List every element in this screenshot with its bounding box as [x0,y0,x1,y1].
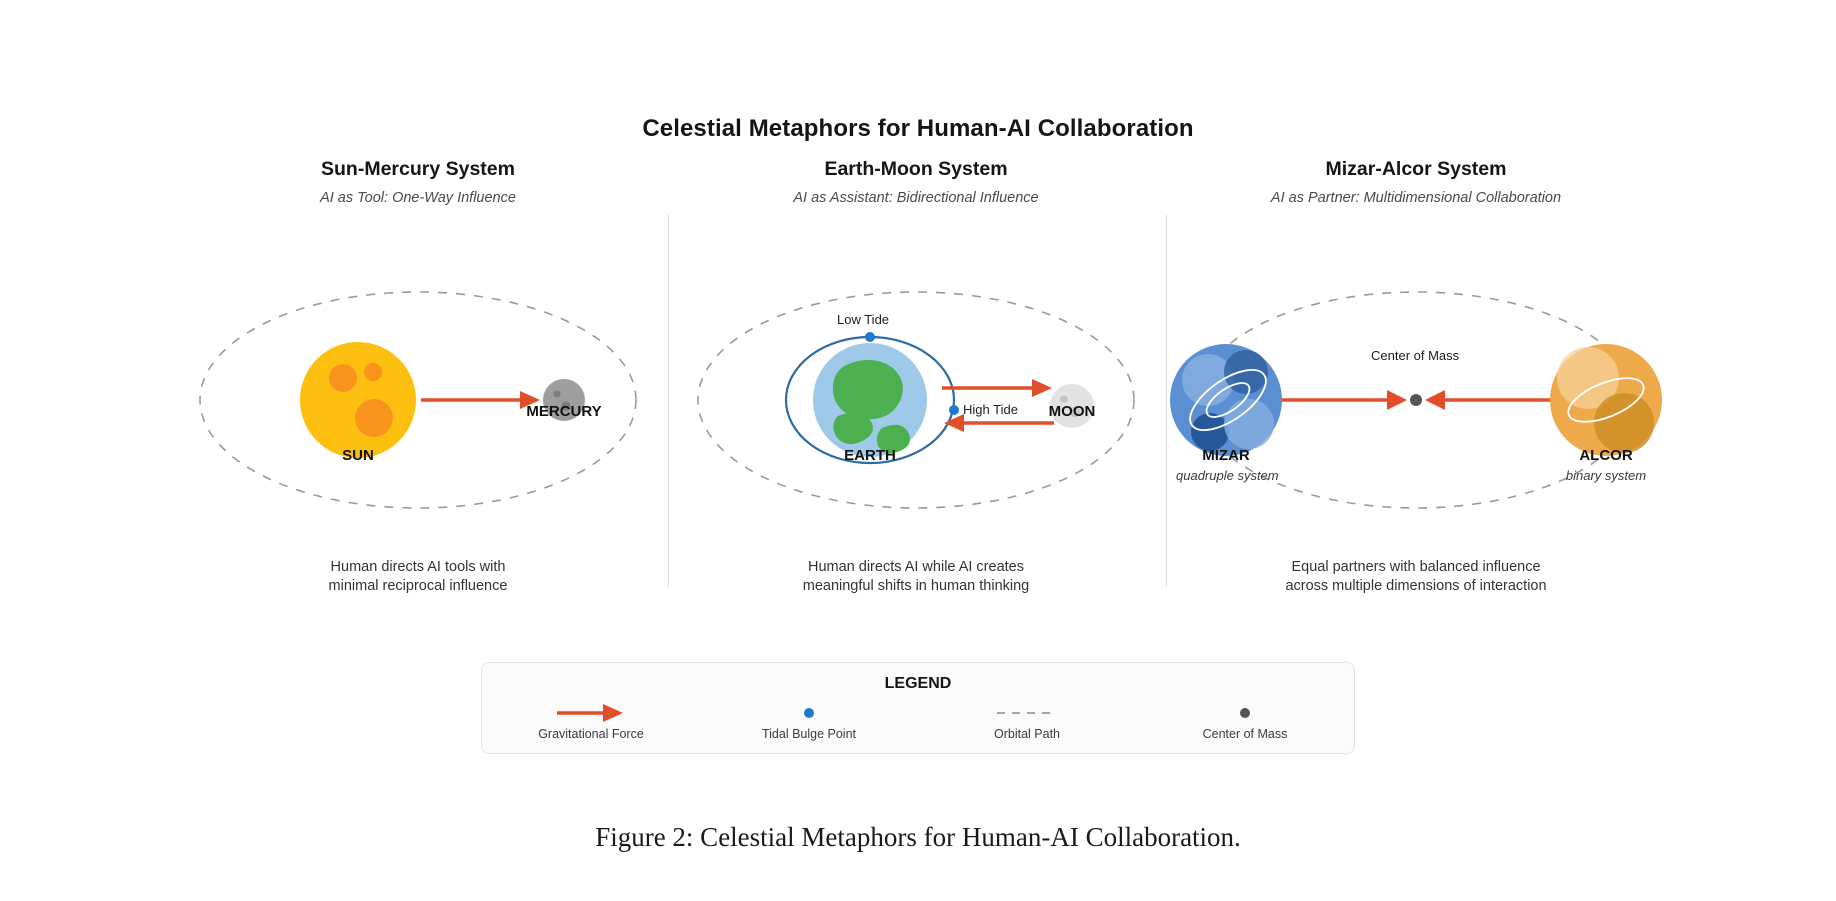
body-label-earth: EARTH [844,447,896,464]
gravitational-force-arrow-mizar [1282,390,1407,410]
gravitational-force-arrow [421,391,540,409]
legend-label: Center of Mass [1202,727,1288,741]
moon-crater-1 [1060,395,1068,403]
gravitational-force-arrow-alcor [1425,390,1550,410]
dot-gray-icon [1136,703,1354,723]
panel-description: Equal partners with balanced influence a… [1166,558,1666,597]
panel-earth-moon: Earth-Moon System AI as Assistant: Bidir… [666,158,1166,594]
body-sublabel-alcor: binary system [1565,468,1647,483]
gravitational-force-arrow-outbound [942,379,1052,397]
body-label-alcor: ALCOR [1579,447,1633,464]
moon-crater-2 [1069,406,1081,418]
diagram-earth-moon: Low Tide High Tide EARTH MOON [666,220,1166,550]
panel-header: Sun-Mercury System AI as Tool: One-Way I… [168,158,668,206]
annotation-center-of-mass: Center of Mass [1371,348,1460,363]
body-label-mercury: MERCURY [526,403,602,420]
panel-header: Mizar-Alcor System AI as Partner: Multid… [1166,158,1666,206]
diagram-mizar-alcor: Center of Mass MIZAR quadruple system AL… [1166,220,1666,550]
panel-description: Human directs AI while AI creates meanin… [666,558,1166,597]
panel-header: Earth-Moon System AI as Assistant: Bidir… [666,158,1166,206]
alcor-body [1550,344,1662,456]
mercury-disc [543,379,585,421]
mizar-component-a [1182,354,1234,406]
gravitational-force-arrow-inbound [944,414,1054,432]
sun-spot-2 [364,363,382,381]
earth-moon-svg [697,291,1135,509]
mercury-crater-1 [553,390,561,398]
legend-label: Tidal Bulge Point [761,727,857,741]
mizar-orbit-ring-inner [1205,382,1251,418]
panel-divider-1 [668,215,669,587]
body-label-moon: MOON [1048,403,1096,420]
mizar-orbit-ring-outer [1189,369,1267,431]
earth-landmass-2 [833,412,873,445]
tidal-bulge-point-low [865,332,875,342]
arrow-icon [482,703,700,723]
legend-item-gravitational-force: Gravitational Force [482,703,700,741]
mizar-component-d [1224,399,1274,449]
panel-mizar-alcor: Mizar-Alcor System AI as Partner: Multid… [1166,158,1666,594]
alcor-component-b [1594,393,1654,453]
panel-description-line1: Human directs AI tools with [330,559,506,575]
panel-description-line2: across multiple dimensions of interactio… [1285,578,1547,595]
earth-body [813,343,927,457]
panel-title: Earth-Moon System [824,158,1008,180]
legend-label: Orbital Path [993,727,1060,741]
mizar-component-c [1191,413,1229,451]
panel-description-line1: Equal partners with balanced influence [1291,559,1541,575]
body-label-sun: SUN [342,447,374,464]
panel-description: Human directs AI tools with minimal reci… [168,558,668,597]
panel-description-line2: minimal reciprocal influence [328,578,508,595]
mercury-body [543,379,585,421]
earth-landmass-1 [832,359,903,420]
annotation-low-tide: Low Tide [837,312,890,327]
panel-subtitle: AI as Tool: One-Way Influence [320,189,516,206]
panel-title: Mizar-Alcor System [1325,158,1507,180]
sun-spot-1 [329,364,357,392]
legend-title: LEGEND [884,675,952,692]
panel-divider-2 [1166,215,1167,587]
mizar-body [1170,344,1282,456]
orbital-path-icon [199,291,637,509]
orbital-path-icon [697,291,1135,509]
sun-spot-3 [355,399,393,437]
tidal-bulge-point-high [949,405,959,415]
panel-sun-mercury: Sun-Mercury System AI as Tool: One-Way I… [168,158,668,594]
panel-description-line1: Human directs AI while AI creates [808,559,1024,575]
panel-description-line2: meaningful shifts in human thinking [802,578,1030,595]
panel-subtitle: AI as Assistant: Bidirectional Influence [793,189,1039,206]
body-label-mizar: MIZAR [1202,447,1250,464]
panel-subtitle: AI as Partner: Multidimensional Collabor… [1270,189,1562,206]
diagram-sun-mercury: SUN MERCURY [168,220,668,550]
mercury-crater-2 [561,401,571,411]
figure-caption: Figure 2: Celestial Metaphors for Human-… [595,822,1241,852]
alcor-orbit-ring [1567,377,1645,423]
legend-items: Gravitational Force Tidal Bulge Point Or… [482,703,1354,741]
center-of-mass-icon [1410,394,1422,406]
earth-landmass-3 [876,424,910,454]
figure-title: Celestial Metaphors for Human-AI Collabo… [642,115,1194,142]
moon-disc [1050,384,1094,428]
legend-item-tidal-bulge-point: Tidal Bulge Point [700,703,918,741]
legend-item-orbital-path: Orbital Path [918,703,1136,741]
sun-body [300,342,416,458]
dashed-line-icon [918,703,1136,723]
legend-item-center-of-mass: Center of Mass [1136,703,1354,741]
alcor-component-a [1557,347,1619,409]
legend-label: Gravitational Force [538,727,644,741]
panel-title: Sun-Mercury System [321,158,515,180]
moon-body [1050,384,1094,428]
sun-mercury-svg [199,291,637,509]
body-sublabel-mizar: quadruple system [1176,468,1279,483]
sun-disc [300,342,416,458]
annotation-high-tide: High Tide [963,402,1018,417]
legend-panel: LEGEND Gravitational Force Tidal Bulg [481,662,1355,754]
mizar-component-b [1224,350,1268,394]
mizar-alcor-svg [1170,291,1662,509]
dot-blue-icon [700,703,918,723]
